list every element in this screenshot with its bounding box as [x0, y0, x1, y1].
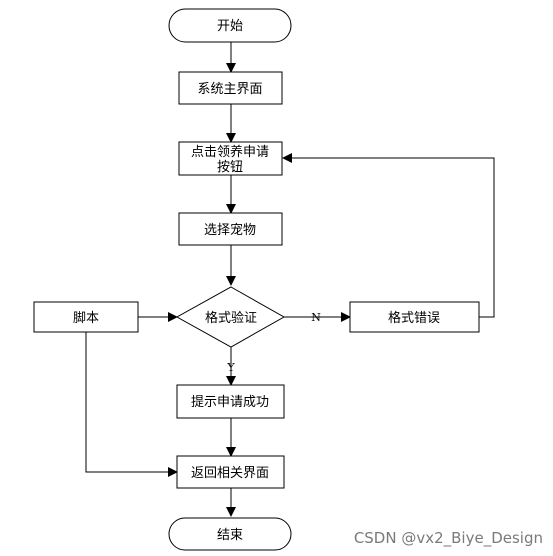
end-label: 结束 — [217, 528, 243, 543]
click-apply-label-line2: 按钮 — [217, 160, 243, 175]
edge-label-yes: Y — [226, 361, 235, 374]
click-apply-box — [178, 141, 283, 176]
connectors — [85, 42, 495, 517]
return-page-box — [176, 455, 285, 489]
apply-success-label: 提示申请成功 — [191, 394, 269, 410]
return-page-label: 返回相关界面 — [191, 466, 269, 481]
click-apply-label-line1: 点击领养申请 — [191, 144, 269, 160]
arrow-script-to-return — [85, 332, 178, 477]
script-label: 脚本 — [73, 310, 99, 326]
arrow-error-back-to-click — [282, 153, 495, 318]
format-error-box — [349, 301, 480, 333]
end-terminator — [168, 517, 292, 551]
main-ui-box — [178, 71, 283, 105]
apply-success-box — [176, 384, 285, 419]
format-check-decision — [175, 286, 286, 348]
start-label: 开始 — [217, 19, 243, 34]
script-box — [33, 301, 139, 333]
start-terminator — [168, 8, 292, 43]
main-ui-label: 系统主界面 — [197, 82, 262, 97]
watermark-text: CSDN @vx2_Biye_Design — [354, 529, 543, 548]
edge-label-no: N — [311, 311, 321, 324]
select-pet-box — [178, 212, 283, 246]
format-check-label: 格式验证 — [205, 310, 257, 326]
format-error-label: 格式错误 — [388, 310, 440, 326]
select-pet-label: 选择宠物 — [204, 222, 256, 238]
